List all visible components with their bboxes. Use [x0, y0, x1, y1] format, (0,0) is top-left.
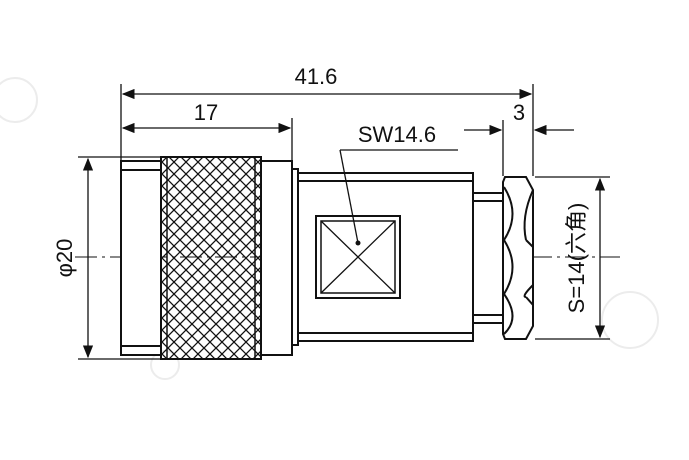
left-cap: [120, 160, 162, 356]
back-neck: [472, 192, 504, 324]
diameter-label: φ20: [52, 239, 77, 278]
body: [291, 168, 474, 346]
hex-width-label: 3: [513, 100, 525, 125]
dimension-overall-length: [120, 84, 534, 176]
dimension-hex-flats: [535, 176, 610, 340]
dimension-hex-width: [464, 120, 574, 176]
ring: [260, 160, 293, 356]
wrench-flat-marker: [315, 215, 401, 299]
dimension-diameter: [78, 156, 160, 360]
hex-flats-label: S=14(六角): [564, 203, 589, 314]
dimension-nut-length: [121, 118, 293, 160]
knurled-nut: [160, 156, 262, 360]
nut-length-label: 17: [194, 100, 218, 125]
wrench-flat-leader: [339, 149, 458, 244]
wrench-flat-label: SW14.6: [358, 122, 436, 147]
hex-nut: [502, 176, 534, 340]
overall-length-label: 41.6: [295, 64, 338, 89]
